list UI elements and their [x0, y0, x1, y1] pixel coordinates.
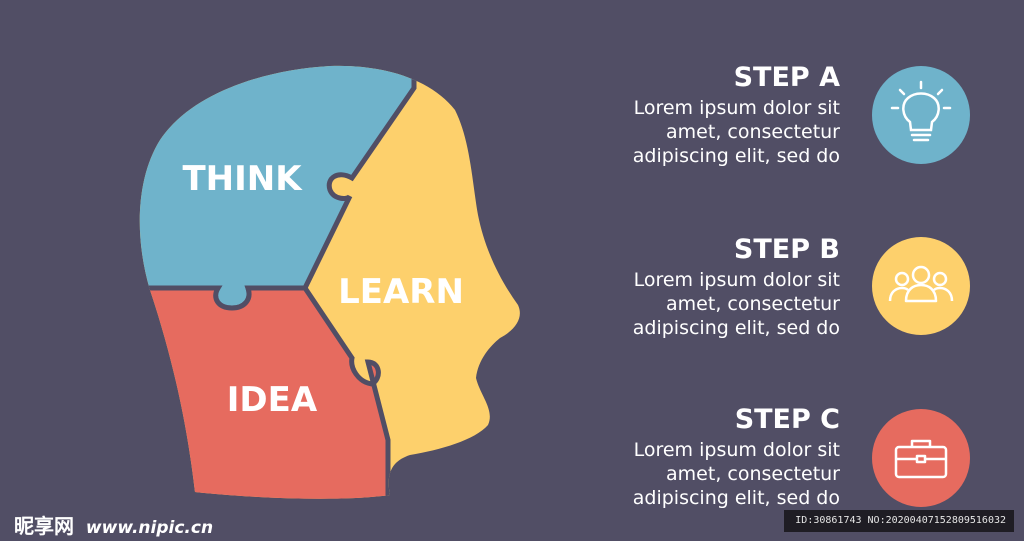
- image-id-strip: ID:30861743 NO:20200407152809516032: [784, 510, 1014, 532]
- learn-label: LEARN: [338, 272, 464, 312]
- step-c-title: STEP C: [734, 404, 840, 435]
- step-c-line-2: amet, consectetur: [666, 463, 840, 485]
- step-a-text: Lorem ipsum dolor sit amet, consectetur …: [520, 96, 840, 168]
- people-icon: [888, 265, 954, 303]
- step-a-line-2: amet, consectetur: [666, 121, 840, 143]
- step-b: STEP B Lorem ipsum dolor sit amet, conse…: [520, 234, 840, 340]
- step-c-line-1: Lorem ipsum dolor sit: [633, 439, 840, 461]
- lightbulb-icon: [890, 80, 952, 142]
- step-a-line-3: adipiscing elit, sed do: [632, 145, 840, 167]
- step-b-icon-circle: [872, 237, 970, 335]
- step-b-line-1: Lorem ipsum dolor sit: [633, 269, 840, 291]
- step-c-text: Lorem ipsum dolor sit amet, consectetur …: [520, 438, 840, 510]
- step-a-icon-circle: [872, 66, 970, 164]
- briefcase-icon: [894, 439, 948, 479]
- think-label: THINK: [182, 159, 303, 199]
- step-c: STEP C Lorem ipsum dolor sit amet, conse…: [520, 404, 840, 510]
- watermark: 昵享网 www.nipic.cn: [14, 510, 213, 539]
- step-c-icon-circle: [872, 409, 970, 507]
- step-a-title: STEP A: [733, 62, 840, 93]
- step-a: STEP A Lorem ipsum dolor sit amet, conse…: [520, 62, 840, 168]
- step-b-line-2: amet, consectetur: [666, 293, 840, 315]
- watermark-brand: 昵享网: [14, 514, 74, 538]
- step-c-line-3: adipiscing elit, sed do: [632, 487, 840, 509]
- step-b-text: Lorem ipsum dolor sit amet, consectetur …: [520, 268, 840, 340]
- idea-piece: [139, 285, 391, 499]
- step-b-line-3: adipiscing elit, sed do: [632, 317, 840, 339]
- step-b-title: STEP B: [733, 234, 840, 265]
- idea-label: IDEA: [227, 380, 318, 420]
- step-a-line-1: Lorem ipsum dolor sit: [633, 97, 840, 119]
- watermark-url: www.nipic.cn: [85, 518, 214, 538]
